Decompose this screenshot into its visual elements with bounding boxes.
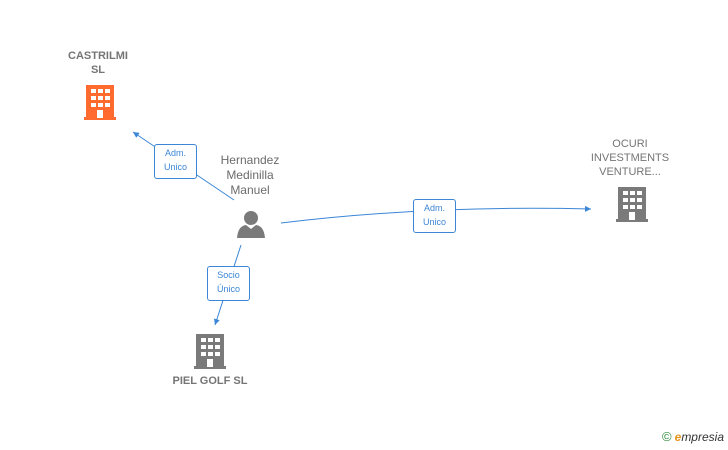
person-name-line3: Manuel: [230, 183, 270, 197]
castrilmi-name-line2: SL: [90, 64, 106, 76]
ocuri-name-line2: INVESTMENTS: [590, 152, 670, 164]
building-icon[interactable]: [84, 85, 116, 120]
empresia-watermark: ©empresia: [662, 429, 724, 444]
building-icon[interactable]: [194, 334, 226, 369]
piel-golf-label[interactable]: PIEL GOLF SL: [160, 374, 260, 388]
edge-label-castrilmi-line2: Unico: [163, 162, 187, 172]
edge-label-piel-golf-line2: Único: [216, 284, 240, 294]
edge-label-castrilmi[interactable]: Adm. Unico: [154, 144, 197, 179]
person-icon[interactable]: [236, 210, 266, 238]
castrilmi-label[interactable]: CASTRILMI SL: [52, 49, 144, 77]
edge-label-ocuri-line2: Unico: [422, 217, 446, 227]
piel-golf-name: PIEL GOLF SL: [172, 375, 248, 387]
building-icon[interactable]: [616, 187, 648, 222]
edge-label-ocuri[interactable]: Adm. Unico: [413, 199, 456, 233]
brand-logo-e: e: [674, 430, 682, 444]
castrilmi-name-line1: CASTRILMI: [68, 50, 128, 62]
edge-label-castrilmi-line1: Adm.: [164, 148, 186, 158]
copyright-symbol: ©: [662, 429, 672, 444]
edge-label-piel-golf-line1: Socio: [217, 270, 240, 280]
ocuri-name-line3: VENTURE...: [599, 166, 661, 178]
edge-label-ocuri-line1: Adm.: [423, 203, 445, 213]
edge-label-piel-golf[interactable]: Socio Único: [207, 266, 250, 301]
ocuri-label[interactable]: OCURI INVESTMENTS VENTURE...: [580, 137, 680, 179]
brand-name: mpresia: [681, 430, 724, 444]
person-label[interactable]: Hernandez Medinilla Manuel: [202, 153, 298, 198]
person-name-line1: Hernandez: [220, 153, 280, 167]
ocuri-name-line1: OCURI: [612, 138, 648, 150]
person-name-line2: Medinilla: [226, 168, 274, 182]
